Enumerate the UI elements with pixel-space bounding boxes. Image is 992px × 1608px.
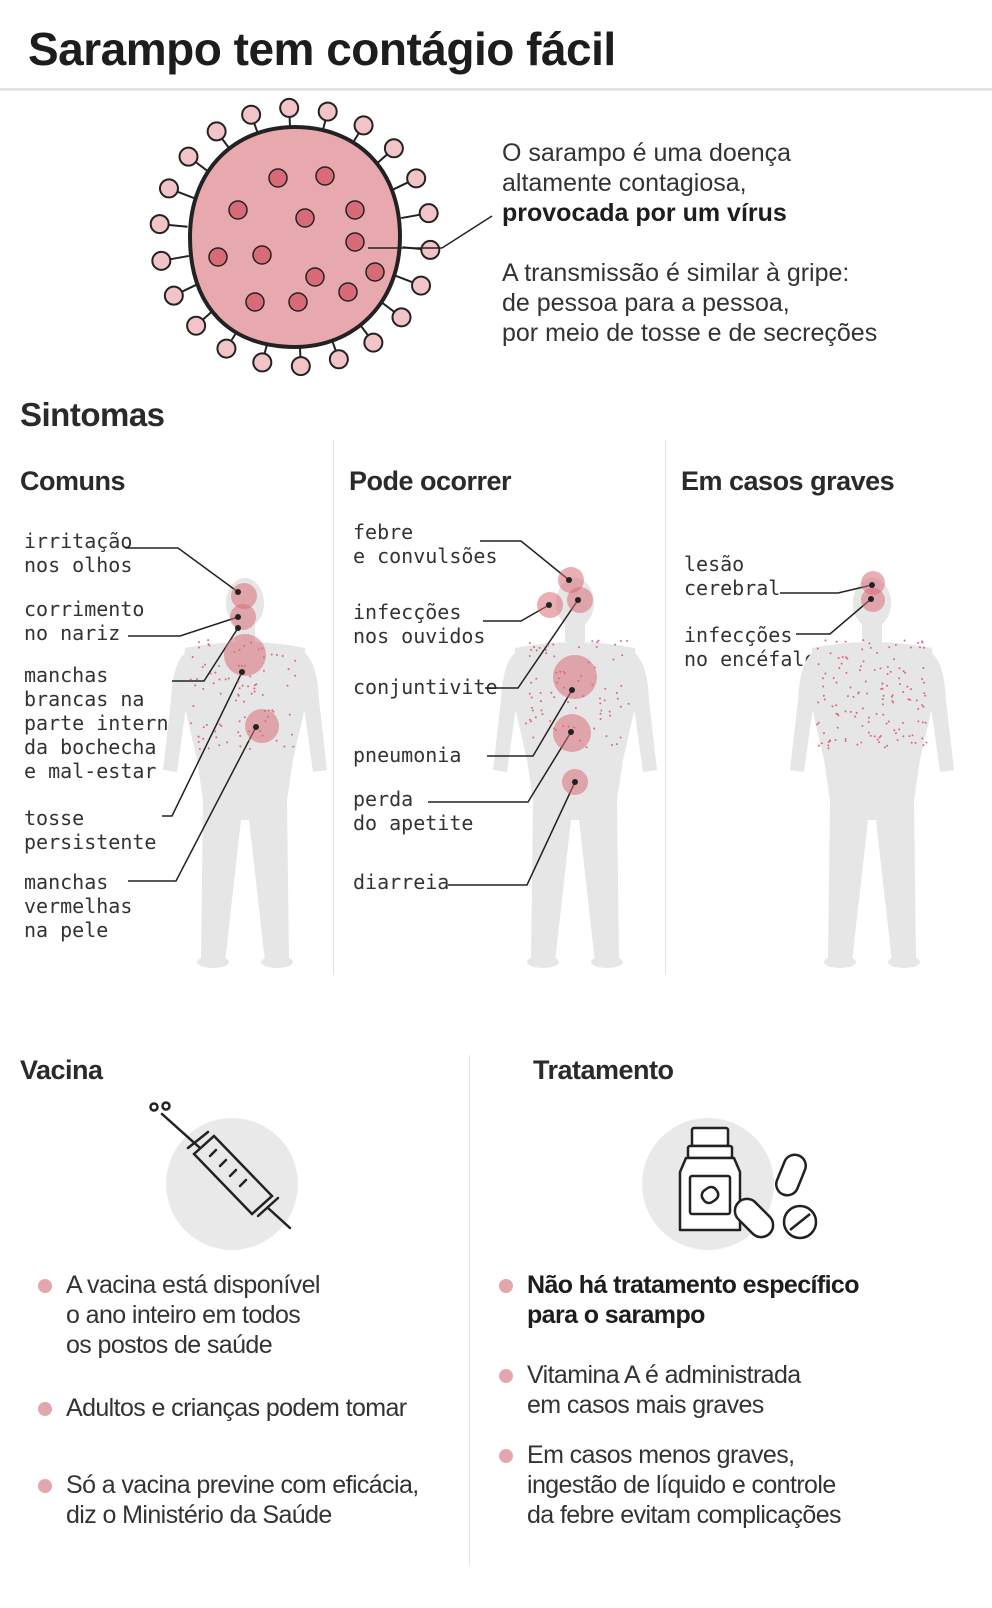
- column-divider: [333, 440, 334, 975]
- medicine-bottle-icon: [642, 1118, 818, 1250]
- column-heading-common: Comuns: [20, 466, 126, 496]
- list-item: Adultos e crianças podem tomar: [38, 1393, 407, 1423]
- symptom-label: irritação nos olhos: [24, 529, 133, 577]
- symptom-label: conjuntivite: [353, 675, 498, 699]
- body-figure-common: [125, 540, 954, 968]
- symptom-label: febre e convulsões: [353, 520, 498, 568]
- virus-icon: [149, 97, 493, 377]
- column-heading-may-occur: Pode ocorrer: [349, 466, 512, 496]
- bullet-dot: [499, 1279, 513, 1293]
- list-item: Só a vacina previne com eficácia, diz o …: [38, 1470, 419, 1530]
- list-item: Não há tratamento específico para o sara…: [499, 1270, 860, 1330]
- bullet-dot: [38, 1479, 52, 1493]
- symptom-label: corrimento no nariz: [24, 597, 145, 645]
- symptoms-title: Sintomas: [20, 396, 165, 433]
- intro-line1-bold: provocada por um vírus: [502, 199, 787, 227]
- list-item-text: Só a vacina previne com eficácia, diz o …: [66, 1471, 419, 1529]
- bullet-dot: [38, 1402, 52, 1416]
- symptom-label: pneumonia: [353, 743, 462, 767]
- treatment-title: Tratamento: [533, 1055, 674, 1085]
- title-divider: [0, 88, 992, 91]
- list-item-text: Vitamina A é administrada em casos mais …: [527, 1361, 801, 1419]
- list-item-text: A vacina está disponível o ano inteiro e…: [66, 1271, 320, 1359]
- list-item-text: Adultos e crianças podem tomar: [66, 1394, 407, 1422]
- column-divider: [665, 440, 666, 975]
- symptom-label: diarreia: [353, 870, 450, 894]
- list-item: Em casos menos graves, ingestão de líqui…: [499, 1440, 842, 1530]
- column-heading-severe: Em casos graves: [681, 466, 895, 496]
- list-item: Vitamina A é administrada em casos mais …: [499, 1360, 801, 1420]
- symptom-label: perda do apetite: [353, 787, 474, 835]
- symptom-label: manchas vermelhas na pele: [24, 870, 133, 942]
- page-title: Sarampo tem contágio fácil: [28, 23, 616, 75]
- symptom-label: infecções no encéfalo: [684, 623, 817, 671]
- symptom-label: tosse persistente: [24, 806, 157, 854]
- syringe-icon: [149, 1101, 298, 1250]
- intro-line1: O sarampo é uma doença altamente contagi…: [502, 139, 792, 197]
- bullet-dot: [38, 1279, 52, 1293]
- column-divider: [469, 1055, 470, 1565]
- bullet-dot: [499, 1369, 513, 1383]
- symptom-label: infecções nos ouvidos: [353, 600, 486, 648]
- list-item-text: Não há tratamento específico para o sara…: [527, 1271, 860, 1329]
- bullet-dot: [499, 1449, 513, 1463]
- intro-line2: A transmissão é similar à gripe: de pess…: [502, 259, 878, 347]
- vaccine-title: Vacina: [20, 1055, 103, 1085]
- list-item: A vacina está disponível o ano inteiro e…: [38, 1270, 320, 1360]
- symptom-label: manchas brancas na parte interna da boch…: [24, 663, 181, 783]
- intro-text: O sarampo é uma doença altamente contagi…: [502, 138, 972, 348]
- symptom-label: lesão cerebral: [684, 552, 781, 600]
- list-item-text: Em casos menos graves, ingestão de líqui…: [527, 1441, 842, 1529]
